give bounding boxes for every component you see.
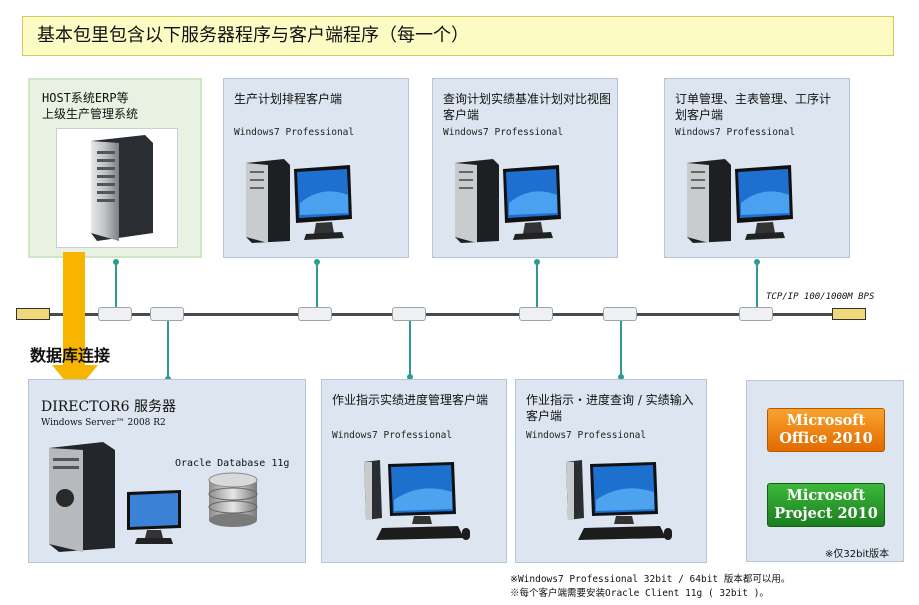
- connector-server: [167, 321, 169, 379]
- connector-dot: [407, 374, 413, 380]
- connector-dot: [314, 259, 320, 265]
- network-bus-line: [20, 313, 860, 316]
- db-connection-label: 数据库连接: [30, 346, 111, 365]
- office-2010-badge: Microsoft Office 2010: [767, 408, 885, 452]
- project-2010-badge: Microsoft Project 2010: [767, 483, 885, 527]
- connector-dot: [754, 259, 760, 265]
- project-badge-line1: Microsoft: [786, 487, 866, 504]
- bus-tap: [298, 307, 332, 321]
- client-box-progress-management: 作业指示实绩进度管理客户端 Windows7 Professional: [321, 379, 507, 563]
- server-hardware-icon: [49, 442, 181, 552]
- footnote-os: ※Windows7 Professional 32bit / 64bit 版本都…: [510, 574, 791, 585]
- connector-client-2: [536, 262, 538, 308]
- workstation-icon: [246, 159, 352, 243]
- footnote-oracle-client: ※每个客户端需要安装Oracle Client 11g ( 32bit )。: [510, 588, 769, 599]
- client-title: 生产计划排程客户端: [234, 92, 343, 106]
- office-bit-note: ※仅32bit版本: [825, 549, 890, 560]
- client-title: 作业指示・进度查询 / 实绩输入客户端: [526, 393, 694, 423]
- connector-client-5: [620, 321, 622, 377]
- connector-dot: [618, 374, 624, 380]
- bus-tap: [519, 307, 553, 321]
- project-badge-line2: Project 2010: [774, 505, 878, 522]
- server-title: DIRECTOR6 服务器: [41, 399, 176, 415]
- client-box-scheduling: 生产计划排程客户端 Windows7 Professional: [223, 78, 409, 258]
- desktop-pc-icon: [364, 460, 470, 540]
- database-icon: [208, 472, 258, 527]
- server-database-label: Oracle Database 11g: [175, 458, 290, 469]
- client-os: Windows7 Professional: [234, 127, 355, 138]
- server-os: Windows Server™ 2008 R2: [41, 418, 166, 428]
- network-label: TCP/IP 100/1000M BPS: [766, 292, 875, 302]
- page-title: 基本包里包含以下服务器程序与客户端程序（每一个）: [22, 16, 894, 56]
- connector-host: [115, 262, 117, 308]
- client-os: Windows7 Professional: [332, 430, 453, 441]
- connector-client-1: [316, 262, 318, 308]
- host-title-line2: 上级生产管理系统: [42, 107, 139, 121]
- server-box: DIRECTOR6 服务器 Windows Server™ 2008 R2 Or…: [28, 379, 306, 563]
- client-os: Windows7 Professional: [675, 127, 796, 138]
- connector-dot: [113, 259, 119, 265]
- bus-tap: [98, 307, 132, 321]
- client-title: 订单管理、主表管理、工序计划客户端: [675, 92, 832, 122]
- host-system-box: HOST系统ERP等 上级生产管理系统: [28, 78, 202, 258]
- connector-client-4: [409, 321, 411, 377]
- workstation-icon: [687, 159, 793, 243]
- client-box-progress-query: 作业指示・进度查询 / 实绩输入客户端 Windows7 Professiona…: [515, 379, 707, 563]
- host-title-line1: HOST系统ERP等: [42, 91, 129, 105]
- client-title: 作业指示实绩进度管理客户端: [332, 393, 489, 407]
- client-box-order-management: 订单管理、主表管理、工序计划客户端 Windows7 Professional: [664, 78, 850, 258]
- bus-tap: [739, 307, 773, 321]
- connector-client-3: [756, 262, 758, 308]
- db-connection-arrow-shaft: [63, 252, 85, 367]
- desktop-pc-icon: [566, 460, 672, 540]
- client-title: 查询计划实绩基准计划对比视图客户端: [443, 92, 612, 122]
- client-box-plan-comparison: 查询计划实绩基准计划对比视图客户端 Windows7 Professional: [432, 78, 618, 258]
- connector-dot: [534, 259, 540, 265]
- office-badge-line1: Microsoft: [786, 412, 866, 429]
- office-badge-line2: Office 2010: [779, 430, 873, 447]
- bus-tap: [603, 307, 637, 321]
- bus-terminator-right: [832, 308, 866, 320]
- bus-tap: [150, 307, 184, 321]
- office-software-box: Microsoft Office 2010 Microsoft Project …: [746, 380, 904, 562]
- client-os: Windows7 Professional: [526, 430, 647, 441]
- workstation-icon: [455, 159, 561, 243]
- server-tower-icon: [91, 135, 153, 241]
- host-server-image: [56, 128, 178, 248]
- client-os: Windows7 Professional: [443, 127, 564, 138]
- bus-terminator-left: [16, 308, 50, 320]
- bus-tap: [392, 307, 426, 321]
